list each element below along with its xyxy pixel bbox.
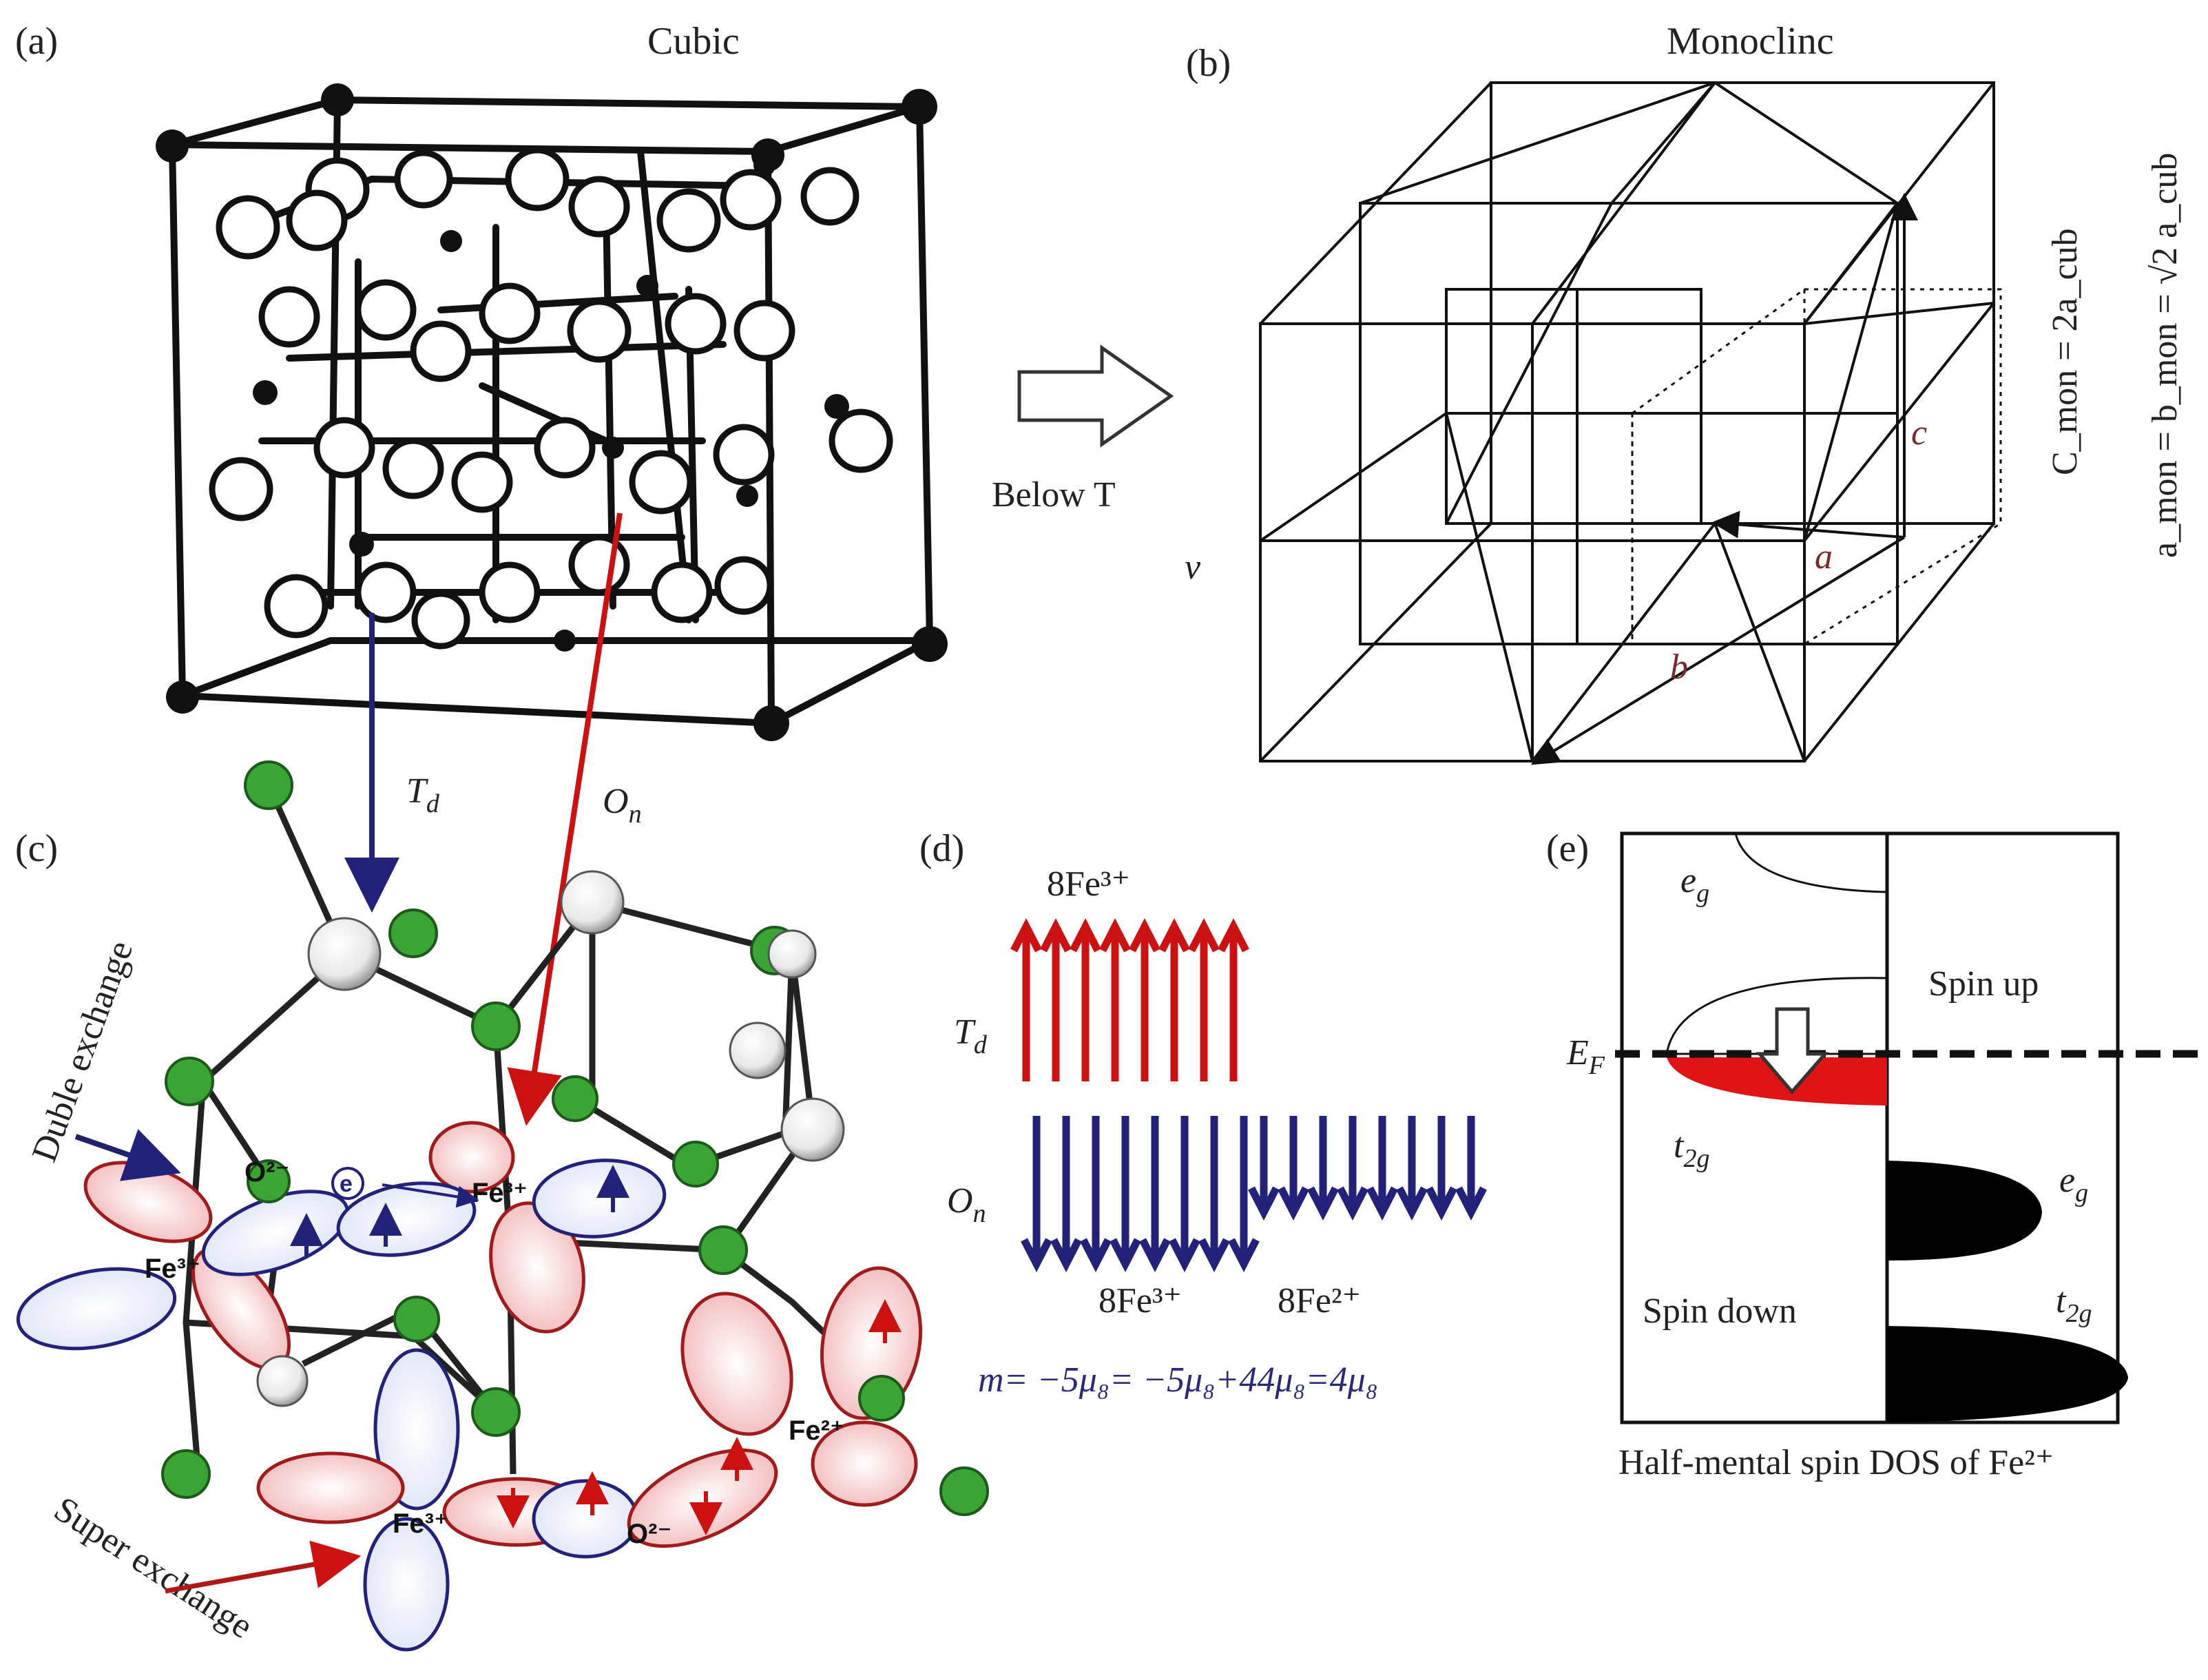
green-atoms <box>161 760 989 1516</box>
fe2-right-label: Fe²⁺ <box>789 1415 844 1446</box>
spin-down-arrow-fe2 <box>1455 1116 1487 1221</box>
panel-c-label: (c) <box>15 827 58 870</box>
panel-b-title: Monoclinc <box>1667 20 1834 63</box>
on-pointer-arrow <box>507 512 623 1126</box>
fe3-top-label: Fe³⁺ <box>472 1178 528 1208</box>
spin-down-arrow-fe3 <box>1139 1116 1171 1273</box>
spin-down-arrow-fe2 <box>1248 1116 1280 1221</box>
on-label: On <box>603 782 642 829</box>
dos-caption: Half-mental spin DOS of Fe²⁺ <box>1618 1443 2054 1482</box>
spin-down-arrow-fe2 <box>1366 1116 1398 1221</box>
fe3-left-label: Fe³⁺ <box>145 1254 200 1284</box>
d-top-ions: 8Fe³⁺ <box>1047 864 1130 904</box>
panel-a: (a) Cubic <box>15 20 948 741</box>
spin-up-arrow <box>1070 917 1101 1081</box>
d-moment-equation: m= −5μ₈= −5μ₈+44μ₈=4μ₈ <box>978 1360 1378 1400</box>
axis-c-label: c <box>1911 413 1927 453</box>
electron-hop-arrow <box>382 1183 479 1208</box>
dos-spin-down-label: Spin down <box>1643 1292 1797 1331</box>
spin-up-arrow <box>1158 917 1190 1081</box>
spin-up-arrow <box>1040 917 1072 1081</box>
spin-up-arrow <box>1099 917 1131 1081</box>
double-exchange-label: Duble exchange <box>25 935 141 1167</box>
electron-label: e <box>340 1171 353 1197</box>
dos-t2g-up-curve <box>1665 977 1888 1055</box>
cubic-oxygen-atoms <box>209 147 893 650</box>
o2-bottom-label: O²⁻ <box>627 1519 672 1549</box>
dos-t2g-up-label: t2g <box>1674 1126 1709 1173</box>
spin-down-arrow-fe2 <box>1396 1116 1428 1221</box>
cubic-corner-atoms <box>156 83 948 741</box>
spin-down-arrow-fe3 <box>1050 1116 1082 1273</box>
axis-a-arrow <box>1711 510 1905 539</box>
spin-up-arrow <box>1010 917 1042 1081</box>
transition: Below T v <box>992 344 1201 587</box>
equation-a-b-mon: a_mon = b_mon = √2 a_cub <box>2145 153 2185 558</box>
spin-up-arrow <box>1129 917 1160 1081</box>
spin-up-arrow <box>1188 917 1220 1081</box>
orbital-spin-arrows <box>290 1165 902 1535</box>
d-bottom-right-ions: 8Fe²⁺ <box>1278 1281 1361 1320</box>
double-exchange-arrow <box>74 1129 181 1181</box>
spin-down-arrow-fe3 <box>1080 1116 1112 1273</box>
spin-up-arrow <box>1218 917 1249 1081</box>
spin-down-arrow-fe3 <box>1169 1116 1200 1273</box>
super-exchange-label: Super exchange <box>47 1489 259 1646</box>
spin-down-arrow-fe3 <box>1021 1116 1052 1273</box>
monoclinic-lattice <box>1259 81 1995 763</box>
transition-label: Below T <box>992 475 1116 515</box>
o2-top-label: O²⁻ <box>244 1157 290 1188</box>
spin-down-arrow-fe2 <box>1337 1116 1368 1221</box>
spin-down-arrow-fe3 <box>1110 1116 1141 1273</box>
panel-a-label: (a) <box>15 20 58 63</box>
axis-a-label: a <box>1815 537 1833 577</box>
dos-ef-label: EF <box>1566 1033 1605 1080</box>
td-label: Td <box>406 771 440 818</box>
dos-eg-down-label: eg <box>2059 1161 2088 1207</box>
dos-eg-down-lobe <box>1887 1161 2042 1261</box>
spin-down-arrow-fe2 <box>1278 1116 1309 1221</box>
monoclinic-axes <box>1530 193 1918 765</box>
dos-eg-up-label: eg <box>1680 861 1709 908</box>
transition-hollow-arrow <box>1017 344 1174 448</box>
panel-a-title: Cubic <box>647 20 740 63</box>
axis-b-arrow <box>1530 536 1906 765</box>
equation-c-mon: C_mon = 2a_cub <box>2045 228 2085 475</box>
panel-b: (b) Monoclinc <box>1186 20 2185 765</box>
dos-hollow-down-arrow <box>1756 1007 1829 1095</box>
d-on-label: On <box>947 1181 986 1228</box>
super-exchange-arrow <box>165 1540 362 1594</box>
spin-down-arrow-fe2 <box>1307 1116 1339 1221</box>
monoclinic-dotted-cell <box>1631 288 2002 645</box>
ion-labels: Fe³⁺ Fe³⁺ Fe³⁺ Fe²⁺ O²⁻ O²⁻ e <box>145 1157 844 1549</box>
transition-sub: v <box>1185 548 1201 587</box>
dos-t2g-up-filled <box>1667 1057 1887 1106</box>
dos-t2g-down-lobe <box>1887 1326 2128 1422</box>
spin-down-arrow-fe3 <box>1198 1116 1230 1273</box>
dos-spin-up-label: Spin up <box>1928 964 2039 1004</box>
dos-t2g-down-label: t2g <box>2056 1281 2092 1328</box>
dos-eg-up-curve <box>1734 833 1888 893</box>
electron-marker <box>331 1167 364 1200</box>
panel-d-label: (d) <box>919 827 964 870</box>
dos-frame <box>1620 831 2120 1424</box>
panel-e-label: (e) <box>1546 827 1589 870</box>
spin-down-arrow-fe2 <box>1426 1116 1457 1221</box>
panel-b-label: (b) <box>1186 42 1231 85</box>
white-atoms <box>256 870 845 1407</box>
panel-d: (d) 8Fe³⁺ Td On 8Fe³⁺ 8Fe²⁺ m= −5μ₈= −5μ… <box>919 827 1487 1400</box>
d-td-label: Td <box>954 1013 988 1059</box>
on-spin-down-arrows <box>1021 1116 1487 1273</box>
d-bottom-left-ions: 8Fe³⁺ <box>1098 1281 1182 1320</box>
fe3-bottom-label: Fe³⁺ <box>393 1508 448 1539</box>
td-spin-up-arrows <box>1010 917 1249 1081</box>
spin-down-arrow-fe3 <box>1228 1116 1260 1273</box>
panel-e: (e) eg Spin up EF t2g eg Spin down t2g H… <box>1546 827 2208 1482</box>
axis-b-label: b <box>1670 647 1688 687</box>
